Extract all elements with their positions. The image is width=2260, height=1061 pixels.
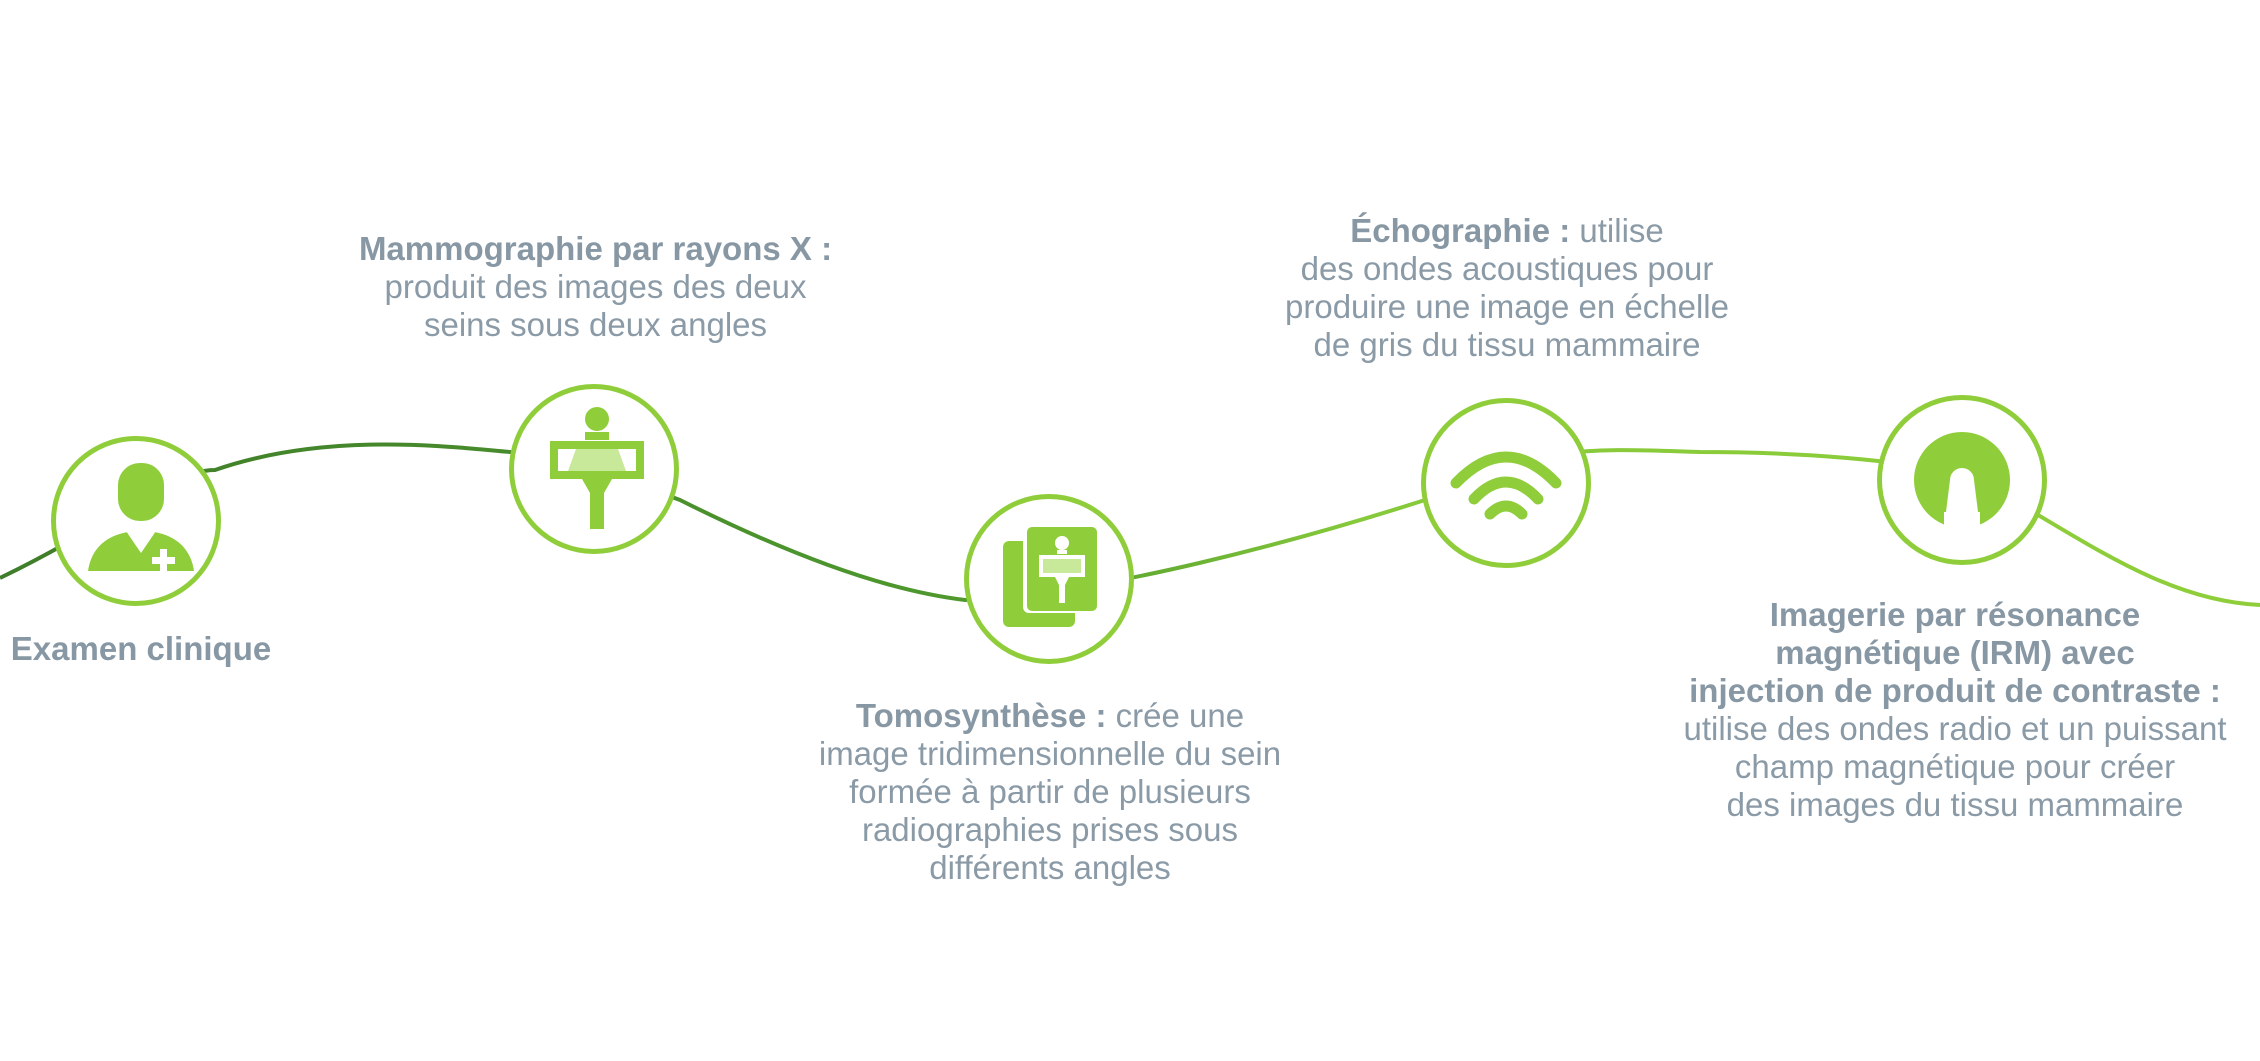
step-desc-line: produire une image en échelle xyxy=(1285,288,1729,325)
node-mri xyxy=(1877,395,2047,565)
ultrasound-waves-icon xyxy=(1450,451,1562,520)
step-desc-line: seins sous deux angles xyxy=(423,306,768,343)
step-desc-line: des images du tissu mammaire xyxy=(1726,786,2184,823)
node-tomosynthesis xyxy=(964,494,1134,664)
label-ultrasound: Échographie : utilise des ondes acoustiq… xyxy=(1232,212,1782,364)
mri-scanner-icon xyxy=(1914,432,2010,530)
step-title: Tomosynthèse : xyxy=(855,697,1107,734)
node-clinical-exam xyxy=(51,436,221,606)
label-mammography: Mammographie par rayons X : produit des … xyxy=(318,230,873,344)
step-title: Examen clinique xyxy=(10,630,272,667)
node-mammography xyxy=(509,384,679,554)
label-clinical-exam: Examen clinique xyxy=(0,630,282,668)
step-desc-line: produit des images des deux xyxy=(384,268,807,305)
step-desc-line: des ondes acoustiques pour xyxy=(1300,250,1714,287)
step-desc-line: différents angles xyxy=(929,849,1171,886)
step-title: injection de produit de contraste : xyxy=(1689,672,2221,709)
step-title: magnétique (IRM) avec xyxy=(1775,634,2135,671)
step-desc-line: utilise des ondes radio et un puissant xyxy=(1683,710,2227,747)
tomosynthesis-icon xyxy=(1003,523,1099,627)
doctor-icon xyxy=(88,463,194,571)
step-title-rest: utilise xyxy=(1570,212,1664,249)
step-title: Mammographie par rayons X : xyxy=(358,230,833,267)
step-title: Échographie : xyxy=(1350,212,1571,249)
step-desc-line: image tridimensionnelle du sein xyxy=(818,735,1282,772)
step-desc-line: de gris du tissu mammaire xyxy=(1313,326,1701,363)
node-ultrasound xyxy=(1421,398,1591,568)
mammography-icon xyxy=(550,407,644,529)
step-title: Imagerie par résonance xyxy=(1769,596,2141,633)
label-tomosynthesis: Tomosynthèse : crée une image tridimensi… xyxy=(780,697,1320,887)
step-desc-line: formée à partir de plusieurs xyxy=(849,773,1251,810)
step-desc-line: champ magnétique pour créer xyxy=(1734,748,2176,785)
step-desc-line: radiographies prises sous xyxy=(861,811,1239,848)
label-mri: Imagerie par résonance magnétique (IRM) … xyxy=(1650,596,2260,824)
step-title-rest: crée une xyxy=(1106,697,1245,734)
